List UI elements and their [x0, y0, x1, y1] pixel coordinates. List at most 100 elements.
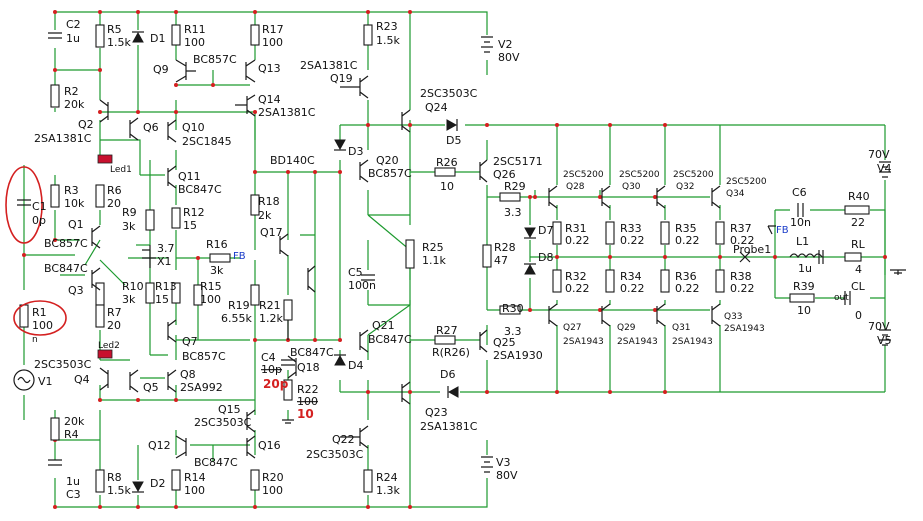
q27-label: Q27	[563, 323, 582, 333]
q26-type: 2SC5171	[493, 155, 543, 168]
r25-value: 1.1k	[422, 254, 446, 267]
r18-label: R18	[258, 195, 280, 208]
q34-label: Q34	[726, 189, 745, 199]
q9-label: Q9	[153, 63, 169, 76]
d6-label: D6	[440, 368, 455, 381]
q5-type: 2SC3503C	[34, 358, 92, 371]
r17-label: R17	[262, 23, 284, 36]
q16-label: Q16	[258, 439, 281, 452]
q7-type: BC857C	[182, 350, 226, 363]
junctions	[22, 10, 887, 509]
q27-type: 2SA1943	[563, 337, 604, 347]
c4-label: C4	[261, 351, 276, 364]
v1-label: V1	[38, 375, 53, 388]
r34-label: R34	[620, 270, 642, 283]
d3-label: D3	[348, 145, 363, 158]
q2-type: 2SA1381C	[34, 132, 92, 145]
x1-value: 3.7	[157, 242, 175, 255]
q33-label: Q33	[724, 312, 743, 322]
r36-label: R36	[675, 270, 697, 283]
r19-label: R19	[228, 299, 250, 312]
led1-label: Led1	[110, 165, 132, 175]
r14-value: 100	[184, 484, 205, 497]
r8-value: 1.5k	[107, 484, 131, 497]
v3-value: 80V	[496, 469, 518, 482]
r2-label: R2	[64, 85, 79, 98]
q32-type: 2SC5200	[673, 170, 714, 180]
r23-value: 1.5k	[376, 34, 400, 47]
q26-label: Q26	[493, 168, 516, 181]
l1-label: L1	[796, 235, 809, 248]
r15-label: R15	[200, 280, 222, 293]
r3-value: 10k	[64, 197, 85, 210]
v2-label: V2	[498, 38, 513, 51]
q18-type: BC847C	[290, 346, 334, 359]
r24-label: R24	[376, 471, 398, 484]
r29-value: 3.3	[504, 206, 522, 219]
q9-type: BC857C	[193, 53, 237, 66]
node-n-label: n	[32, 335, 38, 345]
l1-value: 1u	[798, 262, 812, 275]
d5-label: D5	[446, 134, 461, 147]
r23-label: R23	[376, 20, 398, 33]
r1-value: 100	[32, 319, 53, 332]
r29-label: R29	[504, 180, 526, 193]
c3-value: 1u	[66, 475, 80, 488]
r22-old-value: 100	[297, 395, 318, 408]
r39-value: 10	[797, 304, 811, 317]
resistors	[19, 24, 870, 493]
r26-value: 10	[440, 180, 454, 193]
q29-label: Q29	[617, 323, 636, 333]
r8-label: R8	[107, 471, 122, 484]
q14-label: Q14	[258, 93, 281, 106]
rl-value: 4	[855, 263, 862, 276]
q23-type: 2SA1381C	[420, 420, 478, 433]
r40-label: R40	[848, 190, 870, 203]
q30-type: 2SC5200	[619, 170, 660, 180]
c5-label: C5	[348, 266, 363, 279]
r11-value: 100	[184, 36, 205, 49]
r9-label: R9	[122, 206, 137, 219]
r30-value: 3.3	[504, 325, 522, 338]
q1-label: Q1	[68, 218, 84, 231]
rl-label: RL	[851, 238, 866, 251]
misc-symbols	[5, 36, 906, 473]
labels: C2 1u R5 1.5k D1 R11 100 R17 100 R23 1.5…	[32, 18, 892, 501]
r25-label: R25	[422, 241, 444, 254]
q22-type: 2SC3503C	[306, 448, 364, 461]
q15-label: Q15	[218, 403, 241, 416]
q6-label: Q6	[143, 121, 159, 134]
r35-label: R35	[675, 222, 697, 235]
r22-new-value: 10	[297, 407, 314, 421]
c1-label: C1	[32, 200, 47, 213]
r7-label: R7	[107, 306, 122, 319]
q20-type: BC857C	[368, 167, 412, 180]
r6-label: R6	[107, 184, 122, 197]
cl-value: 0	[855, 309, 862, 322]
r20-value: 100	[262, 484, 283, 497]
r33-label: R33	[620, 222, 642, 235]
x1-label: X1	[157, 255, 172, 268]
diodes	[132, 31, 536, 493]
q24-label: Q24	[425, 101, 448, 114]
q5-label: Q5	[143, 381, 159, 394]
r4-value: 20k	[64, 415, 85, 428]
r18-value: 2k	[258, 209, 272, 222]
r5-value: 1.5k	[107, 36, 131, 49]
r37-label: R37	[730, 222, 752, 235]
v4-label: V4	[877, 162, 892, 175]
r16-value: 3k	[210, 264, 224, 277]
d7-label: D7	[538, 224, 553, 237]
c1-value: 0p	[32, 214, 46, 227]
r7-value: 20	[107, 319, 121, 332]
wires	[23, 11, 886, 508]
r2-value: 20k	[64, 98, 85, 111]
q28-type: 2SC5200	[563, 170, 604, 180]
q29-type: 2SA1943	[617, 337, 658, 347]
q8-label: Q8	[180, 368, 196, 381]
r10-label: R10	[122, 280, 144, 293]
r14-label: R14	[184, 471, 206, 484]
q4-label: Q4	[74, 373, 90, 386]
q32-label: Q32	[676, 182, 695, 192]
